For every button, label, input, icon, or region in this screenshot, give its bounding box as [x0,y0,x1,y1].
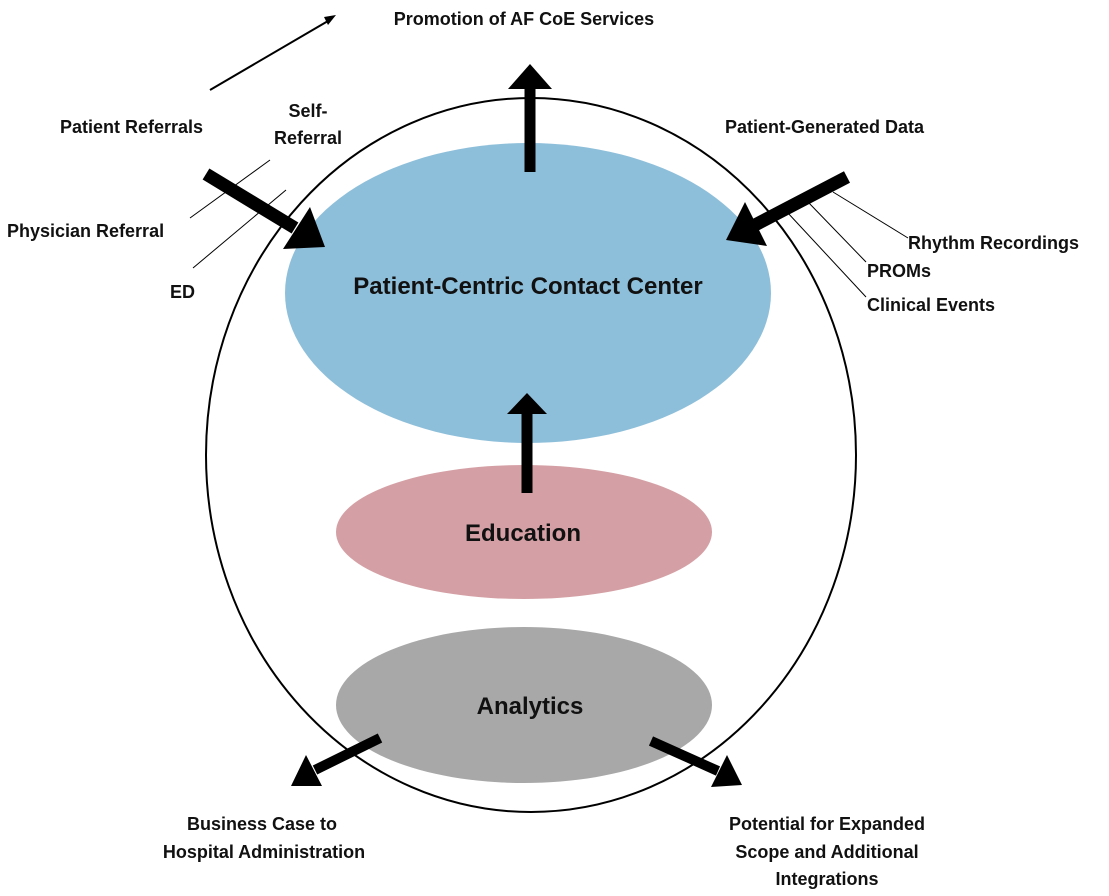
leader-ed [192,189,287,269]
promotion-thin-arrow-head [324,15,336,25]
contact-center-ellipse [285,143,771,443]
physician-referral-label: Physician Referral [7,221,164,241]
patient-referrals-label: Patient Referrals [60,117,203,137]
arrow-pgd-head [726,202,767,246]
leader-clinical-events [786,211,867,298]
leader-rhythm-recordings [832,191,909,239]
clinical-events-label: Clinical Events [867,295,995,315]
ed-label: ED [170,282,195,302]
arrow-education-head [507,393,547,414]
business-case-label-line2: Hospital Administration [163,842,365,862]
arrow-expanded-scope-shaft [648,736,721,776]
rhythm-recordings-label: Rhythm Recordings [908,233,1079,253]
patient-generated-data-label: Patient-Generated Data [725,117,925,137]
proms-label: PROMs [867,261,931,281]
arrow-pgd-shaft [751,171,851,231]
analytics-label: Analytics [477,693,584,720]
arrow-expanded-scope-head [711,755,742,787]
contact-center-label: Patient-Centric Contact Center [353,273,702,300]
leader-physician-referral [189,159,271,219]
expanded-scope-label-line2: Scope and Additional [735,842,918,862]
arrow-business-case-shaft [312,733,383,775]
self-referral-label-line2: Referral [274,128,342,148]
education-ellipse [336,465,712,599]
education-label: Education [465,520,581,547]
promotion-label: Promotion of AF CoE Services [394,9,654,29]
arrow-referrals-head [283,207,325,249]
arrow-promotion-head [508,64,552,89]
leader-proms [807,201,867,263]
expanded-scope-label-line3: Integrations [775,869,878,889]
analytics-ellipse [336,627,712,783]
expanded-scope-label-line1: Potential for Expanded [729,814,925,834]
arrow-referrals-shaft [202,168,299,234]
business-case-label-line1: Business Case to [187,814,337,834]
promotion-thin-arrow-line [209,20,329,91]
arrow-business-case-head [291,755,322,786]
self-referral-label-line1: Self- [288,101,327,121]
